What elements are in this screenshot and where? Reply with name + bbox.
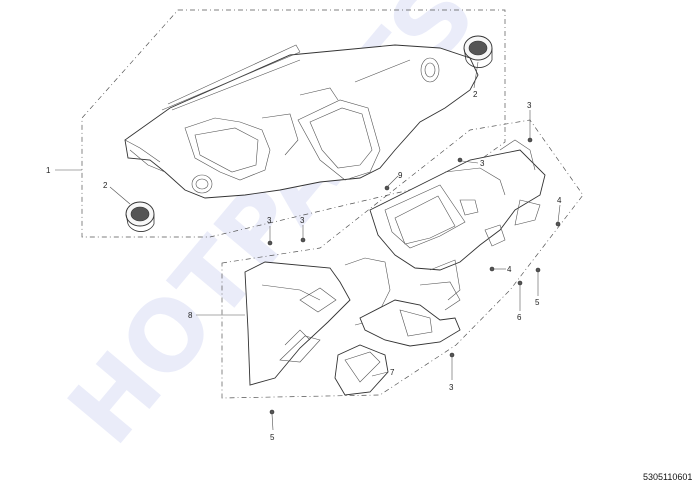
callout-7: 7 <box>390 368 395 377</box>
callout-9: 9 <box>398 171 403 180</box>
callout-labels: 1 2 2 3 3 3 3 4 4 5 5 6 7 8 9 3 <box>46 90 562 442</box>
centre-support-bracket <box>359 281 461 347</box>
callout-3d: 3 <box>300 216 305 225</box>
callout-8: 8 <box>188 311 193 320</box>
callout-2a: 2 <box>473 90 478 99</box>
callout-3c: 3 <box>267 216 272 225</box>
fasteners <box>267 137 561 415</box>
callout-3e: 3 <box>449 383 454 392</box>
dashboard-upper-panel <box>124 44 479 199</box>
part-code: 5305110601 <box>643 472 692 482</box>
callout-3a: 3 <box>527 101 532 110</box>
callout-1: 1 <box>46 166 51 175</box>
callout-4b: 4 <box>507 265 512 274</box>
callout-5b: 5 <box>270 433 275 442</box>
side-trim-panel <box>244 257 391 386</box>
group-boundary-upper-dashboard <box>81 9 506 238</box>
air-vent-right <box>463 35 493 68</box>
air-vent-left <box>125 201 155 232</box>
callout-6: 6 <box>517 313 522 322</box>
dashboard-lower-frame <box>369 139 546 301</box>
callout-4a: 4 <box>557 196 562 205</box>
leader-lines <box>55 61 561 431</box>
callout-3b: 3 <box>480 159 485 168</box>
group-boundary-lower-panel <box>221 119 584 399</box>
lower-cover-panel <box>334 344 389 396</box>
callout-5a: 5 <box>535 298 540 307</box>
callout-2b: 2 <box>103 181 108 190</box>
